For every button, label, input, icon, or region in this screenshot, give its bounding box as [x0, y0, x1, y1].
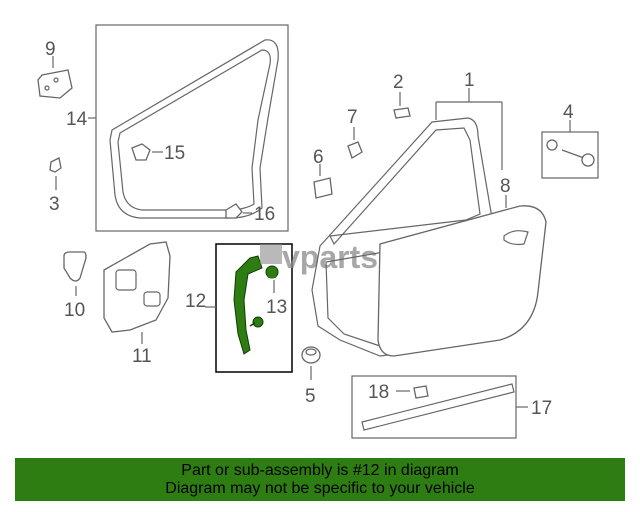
part-12-reinforcement[interactable]: [233, 255, 263, 355]
callout-18[interactable]: 18: [368, 382, 389, 403]
part-4-bolt[interactable]: [546, 139, 595, 167]
callout-12[interactable]: 12: [185, 291, 206, 312]
callout-17[interactable]: 17: [531, 398, 552, 419]
part-8-outer-panel[interactable]: [377, 205, 547, 357]
callout-6[interactable]: 6: [313, 147, 324, 168]
part-5-stopper[interactable]: [301, 346, 321, 364]
part-6-cover[interactable]: [313, 177, 333, 199]
part-17-moulding[interactable]: [361, 383, 515, 431]
callout-5[interactable]: 5: [305, 386, 316, 407]
callout-10[interactable]: 10: [64, 300, 85, 321]
callout-7[interactable]: 7: [347, 107, 358, 128]
part-12-screw: [249, 316, 264, 328]
part-1-door-shell[interactable]: [311, 117, 493, 357]
part-7-pad[interactable]: [347, 141, 363, 159]
callout-8[interactable]: 8: [500, 176, 511, 197]
callout-2[interactable]: 2: [393, 72, 404, 93]
part-13-bolt[interactable]: [265, 265, 279, 279]
callout-11[interactable]: 11: [132, 346, 152, 367]
highlight-box-12: [215, 243, 293, 373]
watermark-text: vparts: [282, 239, 378, 275]
part-15-clip[interactable]: [131, 143, 151, 161]
part-9-bracket[interactable]: [37, 69, 73, 99]
part-16-clip[interactable]: [225, 203, 243, 219]
part-3-clip[interactable]: [49, 157, 62, 173]
banner-line-1: Part or sub-assembly is #12 in diagram: [181, 462, 459, 479]
callout-4[interactable]: 4: [563, 102, 574, 123]
part-14-weatherstrip[interactable]: [109, 39, 279, 219]
part-18-clip[interactable]: [413, 385, 429, 399]
weatherstrip-box: [95, 24, 289, 232]
callout-9[interactable]: 9: [45, 39, 56, 60]
watermark-badge: [260, 244, 282, 264]
info-banner: Part or sub-assembly is #12 in diagram D…: [15, 458, 625, 501]
parts-diagram: 9 14 15 16 3 10 11: [37, 24, 599, 439]
callout-14[interactable]: 14: [66, 109, 88, 130]
callout-16[interactable]: 16: [254, 204, 275, 225]
callout-13[interactable]: 13: [266, 297, 287, 318]
part-2-clip[interactable]: [393, 107, 411, 119]
callout-15[interactable]: 15: [164, 143, 185, 164]
part-11-panel[interactable]: [103, 241, 171, 333]
part-10-pad[interactable]: [63, 251, 87, 282]
banner-line-2: Diagram may not be specific to your vehi…: [165, 480, 475, 497]
callout-3[interactable]: 3: [49, 194, 60, 215]
callout-1[interactable]: 1: [464, 70, 475, 91]
